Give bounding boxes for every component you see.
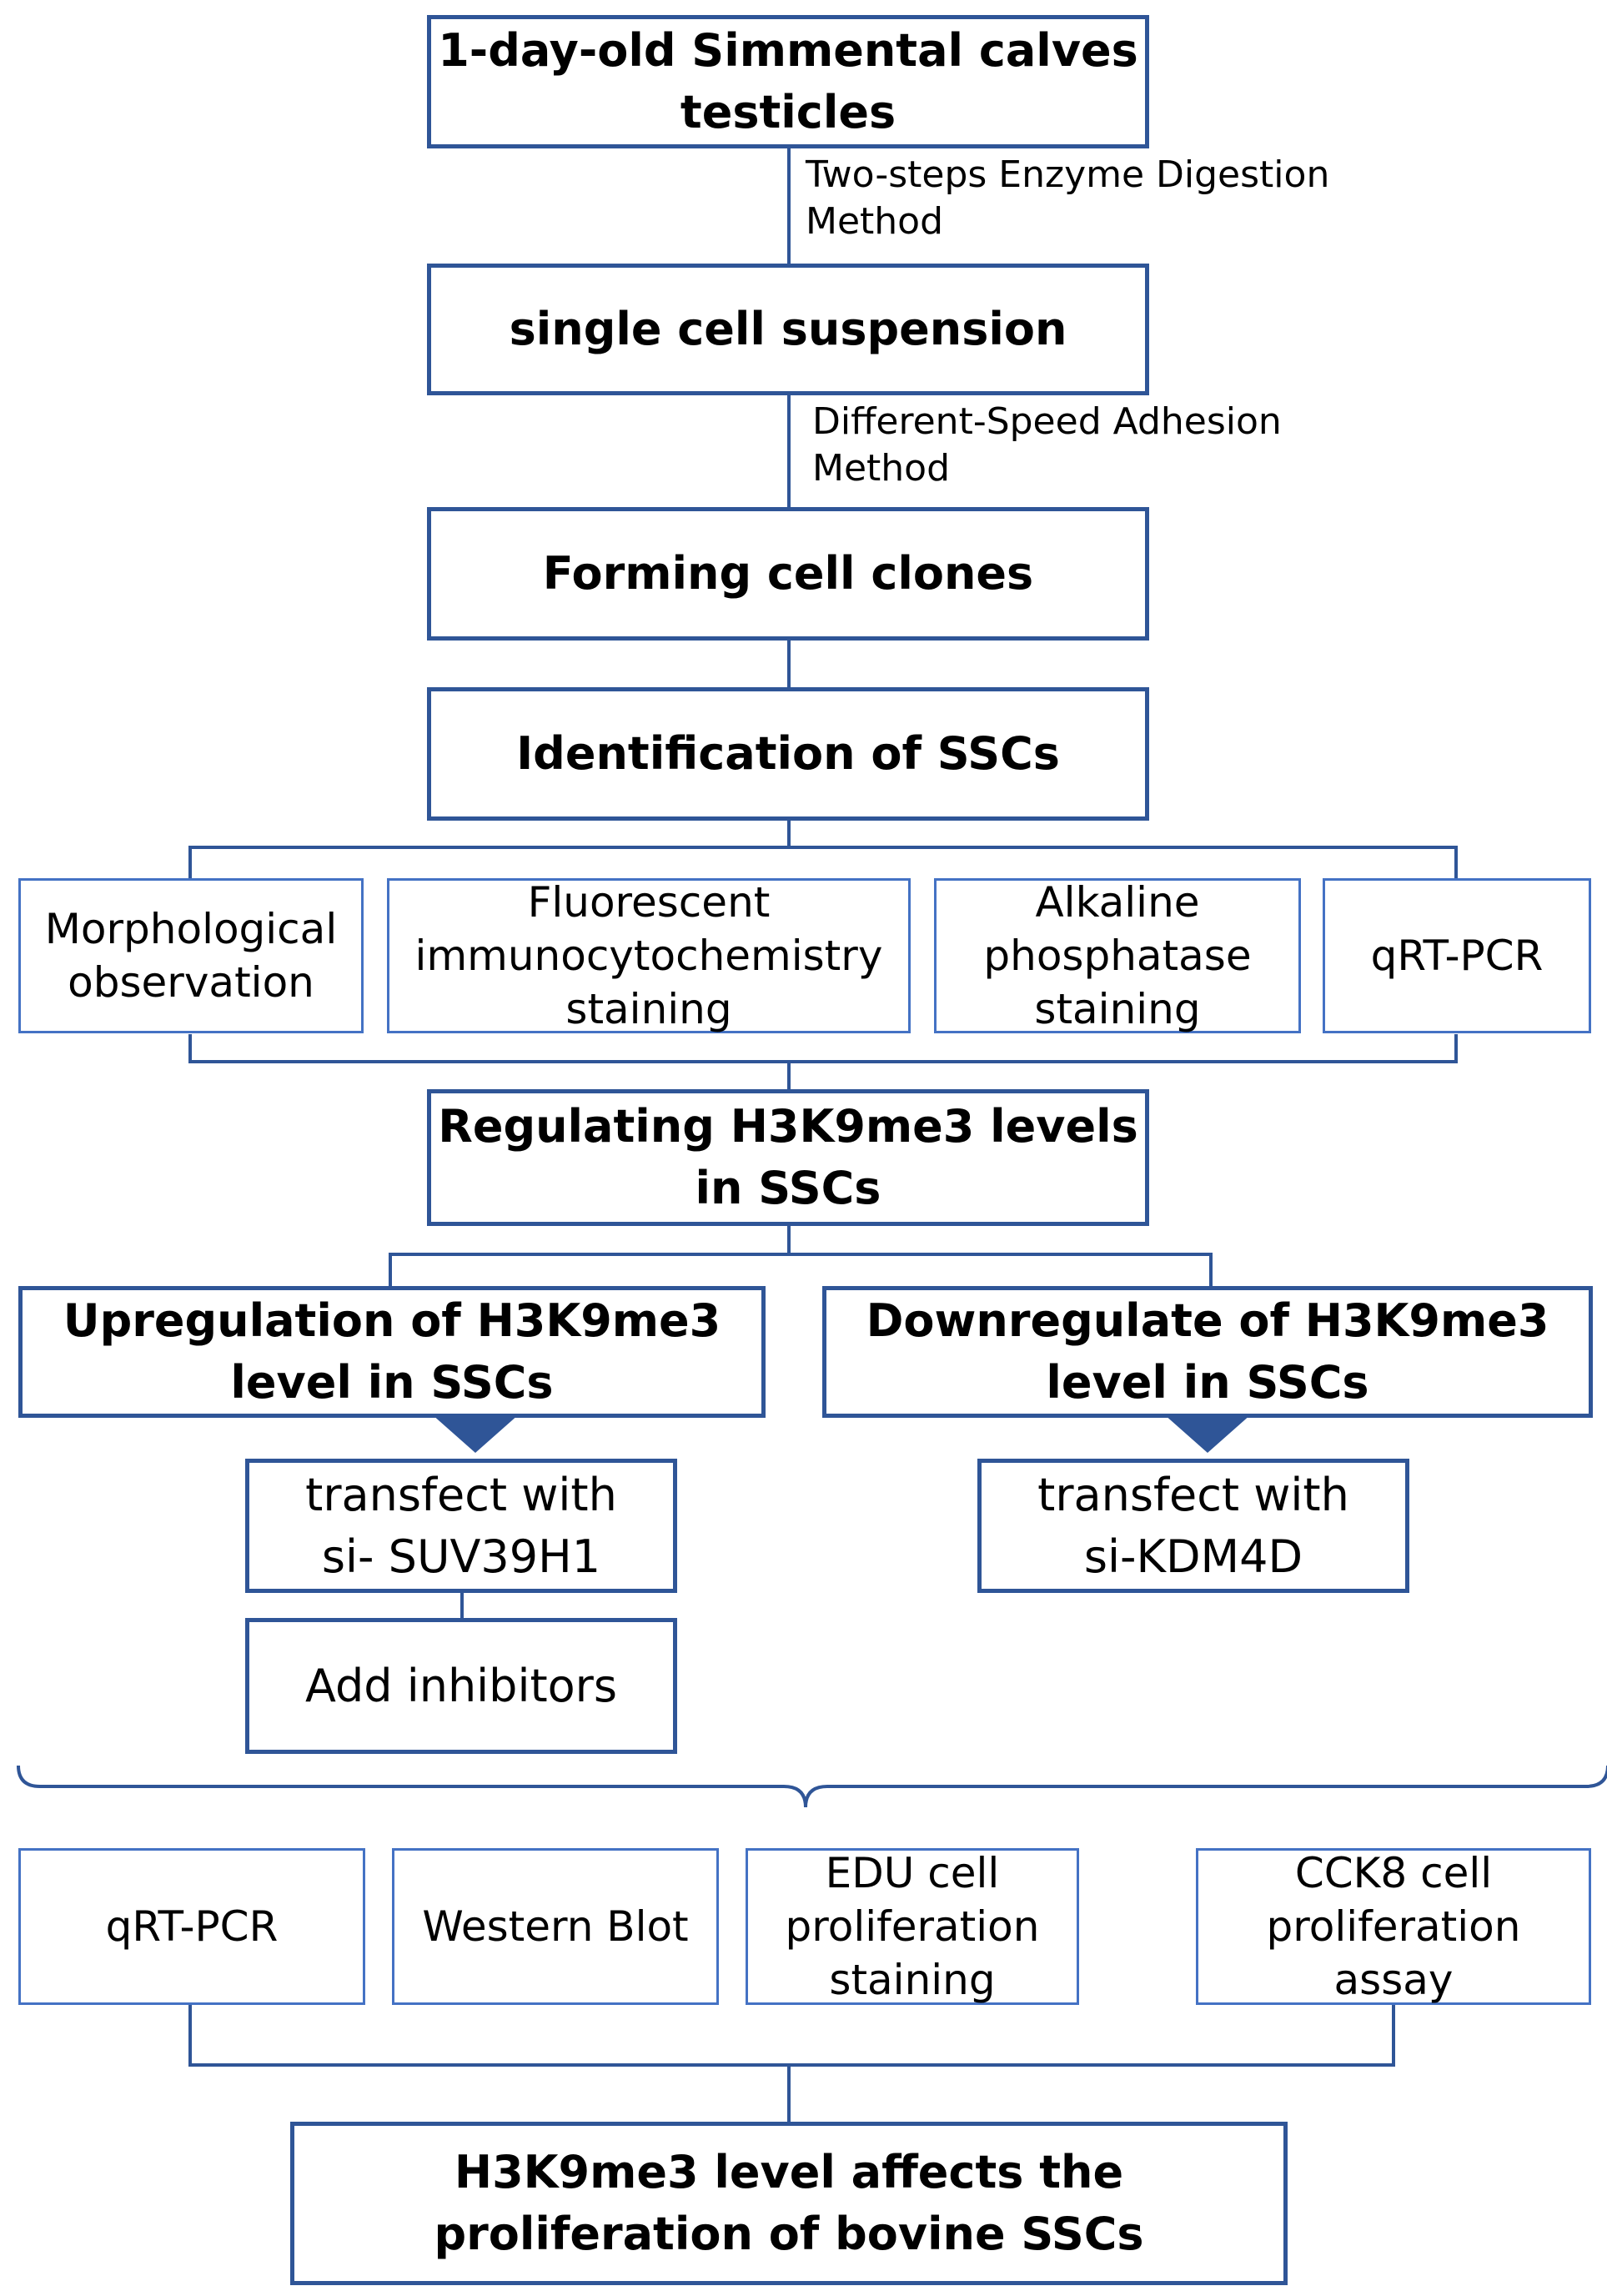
- node-edu-line2: proliferation: [785, 1902, 1040, 1951]
- node-downregulate: Downregulate of H3K9me3 level in SSCs: [822, 1286, 1593, 1418]
- methods-merge-bracket: [188, 1034, 1458, 1063]
- node-add-inhibitors-label: Add inhibitors: [305, 1659, 617, 1712]
- node-suspension-label: single cell suspension: [509, 303, 1067, 355]
- edge-label-adhesion: Different-Speed Adhesion Method: [812, 399, 1282, 492]
- node-downregulate-line1: Downregulate of H3K9me3: [866, 1294, 1549, 1347]
- node-testicles-line2: testicles: [680, 86, 896, 138]
- node-cck8-line1: CCK8 cell: [1294, 1849, 1493, 1897]
- node-downregulate-line2: level in SSCs: [1046, 1356, 1369, 1409]
- node-identification-label: Identification of SSCs: [516, 727, 1060, 780]
- node-qrtpcr-assay: qRT-PCR: [18, 1848, 365, 2005]
- node-alkaline-line1: Alkaline: [1035, 878, 1200, 927]
- node-transfect-kdm4d-line2: si-KDM4D: [1083, 1530, 1303, 1583]
- node-transfect-suv39h1: transfect with si- SUV39H1: [245, 1459, 677, 1593]
- methods-split-bracket: [188, 846, 1458, 880]
- node-conclusion-line2: proliferation of bovine SSCs: [434, 2208, 1144, 2260]
- arrowhead-downregulate: [1164, 1414, 1251, 1453]
- node-western-blot-label: Western Blot: [422, 1902, 689, 1951]
- node-qrtpcr-assay-label: qRT-PCR: [105, 1902, 279, 1951]
- node-regulating: Regulating H3K9me3 levels in SSCs: [427, 1089, 1149, 1226]
- assays-merge-bracket: [188, 2005, 1395, 2067]
- node-alkaline-line2: phosphatase: [983, 932, 1252, 980]
- node-identification: Identification of SSCs: [427, 687, 1149, 821]
- node-clones: Forming cell clones: [427, 507, 1149, 641]
- edge-label-adhesion-line2: Method: [812, 447, 951, 490]
- node-transfect-suv39h1-line1: transfect with: [305, 1468, 617, 1521]
- node-morphological-line2: observation: [68, 958, 314, 1007]
- node-upregulation-line1: Upregulation of H3K9me3: [63, 1294, 721, 1347]
- node-cck8: CCK8 cell proliferation assay: [1196, 1848, 1591, 2005]
- assay-curly-brace: [17, 1765, 1607, 1808]
- node-fluorescent-line1: Fluorescent: [527, 878, 771, 927]
- node-conclusion: H3K9me3 level affects the proliferation …: [290, 2122, 1288, 2285]
- node-transfect-kdm4d: transfect with si-KDM4D: [977, 1459, 1409, 1593]
- node-fluorescent: Fluorescent immunocytochemistry staining: [387, 878, 911, 1033]
- node-edu-line3: staining: [829, 1956, 996, 2004]
- edge-label-adhesion-line1: Different-Speed Adhesion: [812, 400, 1282, 443]
- node-morphological: Morphological observation: [18, 878, 364, 1033]
- node-add-inhibitors: Add inhibitors: [245, 1618, 677, 1754]
- node-upregulation: Upregulation of H3K9me3 level in SSCs: [18, 1286, 766, 1418]
- node-morphological-line1: Morphological: [44, 905, 338, 953]
- node-alkaline: Alkaline phosphatase staining: [934, 878, 1301, 1033]
- node-testicles: 1-day-old Simmental calves testicles: [427, 15, 1149, 148]
- node-qrtpcr-identification-label: qRT-PCR: [1370, 932, 1544, 980]
- node-fluorescent-line3: staining: [565, 985, 732, 1033]
- node-alkaline-line3: staining: [1034, 985, 1201, 1033]
- node-regulating-line1: Regulating H3K9me3 levels: [438, 1100, 1138, 1153]
- node-transfect-kdm4d-line1: transfect with: [1037, 1468, 1349, 1521]
- node-western-blot: Western Blot: [392, 1848, 719, 2005]
- node-regulating-line2: in SSCs: [695, 1162, 881, 1214]
- node-qrtpcr-identification: qRT-PCR: [1323, 878, 1591, 1033]
- arrowhead-upregulation: [432, 1414, 519, 1453]
- node-clones-label: Forming cell clones: [542, 547, 1034, 600]
- node-testicles-line1: 1-day-old Simmental calves: [438, 24, 1138, 77]
- node-fluorescent-line2: immunocytochemistry: [414, 932, 883, 980]
- node-upregulation-line2: level in SSCs: [230, 1356, 554, 1409]
- edge-label-digestion-line1: Two-steps Enzyme Digestion: [806, 153, 1330, 196]
- edge-label-digestion-line2: Method: [806, 200, 944, 243]
- edge-label-digestion: Two-steps Enzyme Digestion Method: [806, 152, 1329, 245]
- node-edu-line1: EDU cell: [825, 1849, 1000, 1897]
- regulation-split-bracket: [389, 1253, 1213, 1289]
- node-cck8-line3: assay: [1333, 1956, 1454, 2004]
- node-transfect-suv39h1-line2: si- SUV39H1: [321, 1530, 601, 1583]
- node-suspension: single cell suspension: [427, 264, 1149, 395]
- node-conclusion-line1: H3K9me3 level affects the: [454, 2146, 1124, 2198]
- node-cck8-line2: proliferation: [1266, 1902, 1521, 1951]
- node-edu: EDU cell proliferation staining: [746, 1848, 1079, 2005]
